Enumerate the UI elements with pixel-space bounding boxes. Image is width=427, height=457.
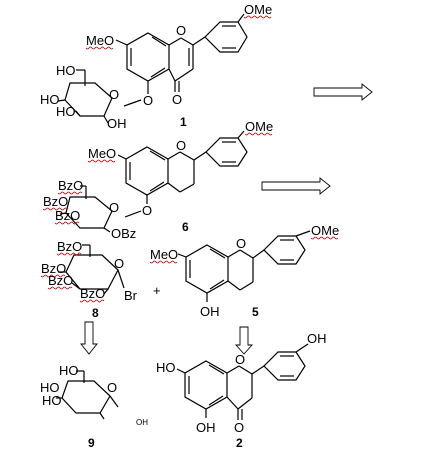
forward-arrow-4 [234, 326, 254, 355]
c6-sugar-ring-oxygen: O [109, 200, 119, 215]
compound-9: HO HO HO O OH 9 [40, 363, 148, 450]
c5-ome-top: OMe [311, 223, 339, 238]
c8-bzo-ch2: BzO [57, 239, 82, 254]
c8-bromine: Br [124, 288, 138, 303]
c5-ring-oxygen: O [236, 236, 246, 251]
c9-sugar-ring-oxygen: O [107, 380, 117, 395]
c6-glycosidic-oxygen: O [142, 203, 152, 218]
c6-ring-oxygen: O [176, 138, 186, 153]
c1-ho-b: HO [56, 104, 76, 119]
c9-ho-ch2: HO [59, 363, 79, 378]
c8-number: 8 [92, 306, 99, 320]
c6-ome-top: OMe [245, 119, 273, 134]
c2-carbonyl-oxygen: O [234, 420, 244, 435]
compound-5: OMe MeO O OH 5 [149, 223, 339, 319]
compound-1: OMe MeO O O O O HO HO HO OH 1 [40, 2, 272, 131]
c6-obz-c: OBz [111, 226, 136, 241]
c6-bzo-a: BzO [43, 194, 68, 209]
c1-ho-ch2: HO [56, 63, 76, 78]
c1-carbonyl-oxygen: O [172, 92, 182, 107]
c1-ho-a: HO [40, 92, 60, 107]
c1-ome-top: OMe [244, 2, 272, 17]
c9-ho-a: HO [40, 380, 60, 395]
compound-6: OMe MeO O O O BzO BzO BzO OBz 6 [42, 119, 273, 241]
c6-bzo-ch2: BzO [58, 178, 83, 193]
retrosynthesis-arrow-2 [261, 177, 331, 195]
c9-number: 9 [88, 436, 95, 450]
c8-bzo-c: BzO [80, 286, 105, 301]
c6-number: 6 [182, 220, 189, 234]
c1-meo-left: MeO [86, 33, 114, 48]
c5-oh: OH [200, 304, 220, 319]
c2-number: 2 [236, 436, 243, 450]
c9-ho-b: HO [42, 393, 62, 408]
c2-ring-oxygen: O [235, 352, 245, 367]
c5-meo-left: MeO [150, 247, 178, 262]
c1-oh-c: OH [107, 116, 127, 131]
c1-ring-oxygen: O [176, 23, 186, 38]
c2-oh-bottom: OH [196, 420, 216, 435]
c2-oh-top: OH [307, 331, 327, 346]
forward-arrow-3 [80, 321, 98, 355]
compound-2: OH HO O O OH 2 [156, 331, 327, 450]
c8-sugar-ring-oxygen: O [114, 256, 124, 271]
c1-number: 1 [180, 115, 187, 129]
c5-number: 5 [252, 305, 259, 319]
c1-glycosidic-oxygen: O [143, 93, 153, 108]
retrosynthesis-arrow-1 [313, 83, 373, 101]
c6-meo-left: MeO [88, 146, 116, 161]
plus-sign: + [153, 283, 161, 298]
c8-bzo-a: BzO [41, 261, 66, 276]
c8-bzo-b: BzO [48, 273, 73, 288]
compound-8: BzO BzO BzO BzO O Br 8 [40, 239, 138, 320]
c2-ho-left: HO [156, 360, 176, 375]
c9-tail-label: OH [136, 418, 148, 427]
c1-sugar-ring-oxygen: O [109, 87, 119, 102]
c6-bzo-b: BzO [55, 208, 80, 223]
